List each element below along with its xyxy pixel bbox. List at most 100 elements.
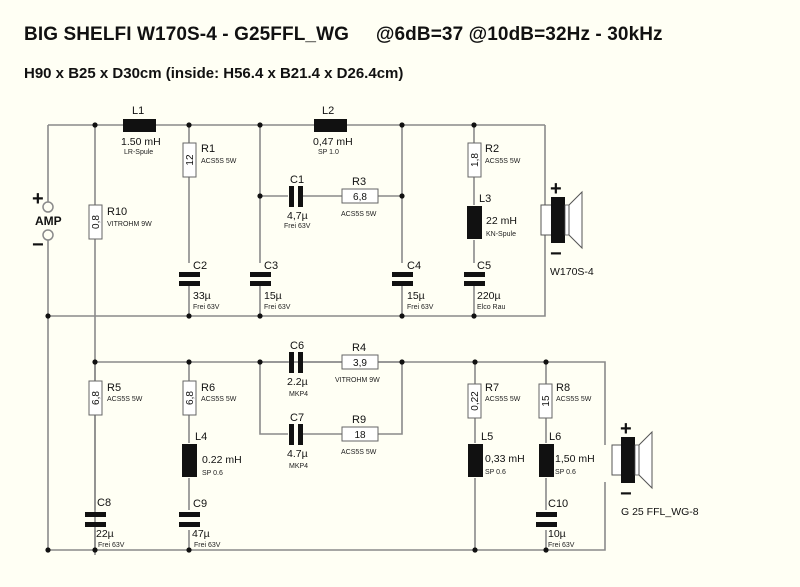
r4-value: 3,9 bbox=[353, 358, 367, 369]
c8-type: Frei 63V bbox=[98, 542, 125, 549]
l3-type: KN-Spule bbox=[486, 231, 516, 238]
r2-ref: R2 bbox=[485, 143, 499, 155]
r3-value: 6,8 bbox=[353, 192, 367, 203]
resistor-r6[interactable]: 6,8 R6 ACS5S 5W bbox=[182, 380, 237, 416]
l5-ref: L5 bbox=[481, 431, 493, 443]
resistor-r10[interactable]: 0,8 R10 VITROHM 9W bbox=[88, 204, 152, 240]
c5-ref: C5 bbox=[477, 260, 491, 272]
r8-type: ACS5S 5W bbox=[556, 396, 592, 403]
c4-type: Frei 63V bbox=[407, 304, 434, 311]
r6-ref: R6 bbox=[201, 382, 215, 394]
inductor-l6[interactable]: L6 1,50 mH SP 0.6 bbox=[539, 431, 595, 477]
c10-type: Frei 63V bbox=[548, 542, 575, 549]
c5-value: 220µ bbox=[477, 290, 501, 302]
capacitor-c8[interactable]: C8 22µ Frei 63V bbox=[85, 497, 125, 549]
amp-terminals: + − AMP bbox=[32, 188, 62, 256]
c6-type: MKP4 bbox=[289, 391, 308, 398]
l2-value: 0,47 mH bbox=[313, 136, 353, 148]
wires bbox=[47, 124, 606, 555]
amp-minus-terminal[interactable] bbox=[42, 229, 54, 241]
c7-ref: C7 bbox=[290, 412, 304, 424]
capacitor-c9[interactable]: C9 47µ Frei 63V bbox=[179, 498, 221, 549]
resistor-r4[interactable]: 3,9 R4 VITROHM 9W bbox=[335, 342, 380, 384]
l5-value: 0,33 mH bbox=[485, 453, 525, 465]
r2-type: ACS5S 5W bbox=[485, 158, 521, 165]
capacitor-c6[interactable]: C6 2.2µ MKP4 bbox=[287, 340, 308, 398]
c9-value: 47µ bbox=[192, 528, 210, 540]
r9-ref: R9 bbox=[352, 414, 366, 426]
resistor-r8[interactable]: 15 R8 ACS5S 5W bbox=[538, 382, 592, 419]
capacitor-c2[interactable]: C2 33µ Frei 63V bbox=[179, 260, 220, 311]
c3-value: 15µ bbox=[264, 290, 282, 302]
c3-ref: C3 bbox=[264, 260, 278, 272]
c5-type: Elco Rau bbox=[477, 304, 506, 311]
capacitor-c4[interactable]: C4 15µ Frei 63V bbox=[392, 260, 434, 311]
inductor-l5[interactable]: L5 0,33 mH SP 0.6 bbox=[468, 431, 525, 477]
l3-ref: L3 bbox=[479, 193, 491, 205]
r7-type: ACS5S 5W bbox=[485, 396, 521, 403]
capacitor-c10[interactable]: C10 10µ Frei 63V bbox=[536, 498, 575, 549]
r2-value: 1,8 bbox=[470, 153, 481, 167]
amp-plus-sign: + bbox=[32, 188, 44, 210]
resistor-r3[interactable]: 6,8 R3 ACS5S 5W bbox=[341, 176, 379, 218]
l5-type: SP 0.6 bbox=[485, 469, 506, 476]
resistor-r7[interactable]: 0,22 R7 ACS5S 5W bbox=[467, 382, 521, 419]
tweeter-minus-sign: − bbox=[620, 483, 632, 505]
r6-value: 6,8 bbox=[185, 391, 196, 405]
resistor-r1[interactable]: 12 R1 ACS5S 5W bbox=[182, 142, 237, 178]
wire-c7-r9-link bbox=[259, 362, 403, 435]
r9-type: ACS5S 5W bbox=[341, 449, 377, 456]
woofer-label: W170S-4 bbox=[550, 266, 594, 278]
resistor-r9[interactable]: 18 R9 ACS5S 5W bbox=[341, 414, 379, 456]
r4-ref: R4 bbox=[352, 342, 366, 354]
r1-ref: R1 bbox=[201, 143, 215, 155]
speaker-tweeter[interactable]: + − G 25 FFL_WG-8 bbox=[611, 418, 699, 518]
capacitor-c3[interactable]: C3 15µ Frei 63V bbox=[250, 260, 291, 311]
l6-type: SP 0.6 bbox=[555, 469, 576, 476]
c6-value: 2.2µ bbox=[287, 376, 308, 388]
r9-value: 18 bbox=[354, 430, 366, 441]
r6-type: ACS5S 5W bbox=[201, 396, 237, 403]
c2-type: Frei 63V bbox=[193, 304, 220, 311]
r8-value: 15 bbox=[541, 395, 552, 407]
r3-ref: R3 bbox=[352, 176, 366, 188]
wire-tweeter-ground bbox=[48, 482, 606, 551]
c10-ref: C10 bbox=[548, 498, 568, 510]
r7-ref: R7 bbox=[485, 382, 499, 394]
woofer-minus-sign: − bbox=[550, 243, 562, 265]
tweeter-plus-sign: + bbox=[620, 418, 632, 440]
inductor-l3[interactable]: L3 22 mH KN-Spule bbox=[467, 193, 517, 239]
c7-type: MKP4 bbox=[289, 463, 308, 470]
c10-value: 10µ bbox=[548, 528, 566, 540]
junctions bbox=[45, 122, 549, 553]
cabinet-dimensions: H90 x B25 x D30cm (inside: H56.4 x B21.4… bbox=[24, 65, 404, 82]
capacitor-c5[interactable]: C5 220µ Elco Rau bbox=[464, 260, 506, 311]
r5-value: 6,8 bbox=[91, 391, 102, 405]
c2-value: 33µ bbox=[193, 290, 211, 302]
capacitor-c7[interactable]: C7 4.7µ MKP4 bbox=[287, 412, 308, 470]
c3-type: Frei 63V bbox=[264, 304, 291, 311]
woofer-plus-sign: + bbox=[550, 178, 562, 200]
r10-type: VITROHM 9W bbox=[107, 221, 152, 228]
inductor-l2[interactable]: L2 0,47 mH SP 1.0 bbox=[313, 105, 353, 156]
r1-value: 12 bbox=[185, 154, 196, 166]
l1-ref: L1 bbox=[132, 105, 144, 117]
resistor-r2[interactable]: 1,8 R2 ACS5S 5W bbox=[467, 142, 521, 178]
wire-woofer-ground bbox=[48, 232, 546, 317]
c9-ref: C9 bbox=[193, 498, 207, 510]
c9-type: Frei 63V bbox=[194, 542, 221, 549]
c2-ref: C2 bbox=[193, 260, 207, 272]
r8-ref: R8 bbox=[556, 382, 570, 394]
capacitor-c1[interactable]: C1 4,7µ Frei 63V bbox=[284, 174, 311, 230]
resistor-r5[interactable]: 6,8 R5 ACS5S 5W bbox=[88, 380, 143, 416]
r4-type: VITROHM 9W bbox=[335, 377, 380, 384]
c6-ref: C6 bbox=[290, 340, 304, 352]
speaker-woofer[interactable]: + − W170S-4 bbox=[540, 178, 594, 278]
amp-plus-terminal[interactable] bbox=[42, 201, 54, 213]
l2-type: SP 1.0 bbox=[318, 149, 339, 156]
r7-value: 0,22 bbox=[470, 391, 481, 411]
inductor-l1[interactable]: L1 1.50 mH LR-Spule bbox=[121, 105, 161, 156]
inductor-l4[interactable]: L4 0.22 mH SP 0.6 bbox=[182, 431, 242, 477]
c1-ref: C1 bbox=[290, 174, 304, 186]
